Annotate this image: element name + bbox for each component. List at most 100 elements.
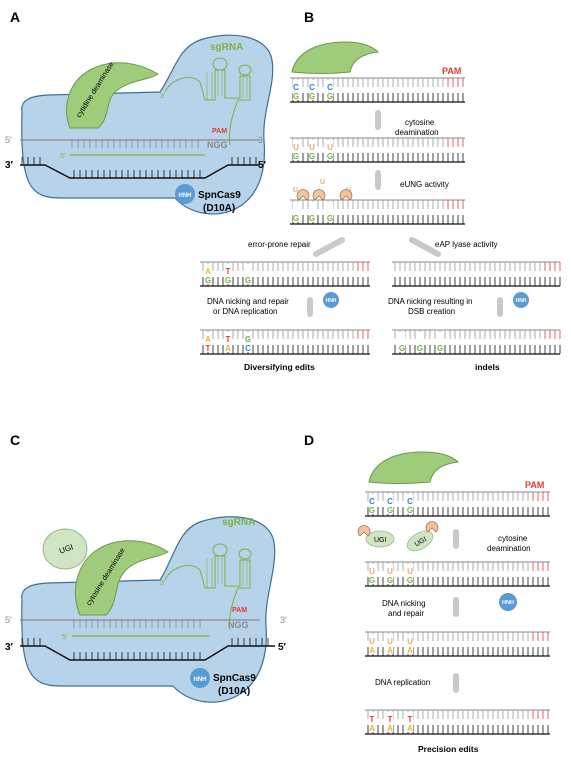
base-top: T bbox=[388, 715, 393, 724]
enzyme-label-c: SpnCas9 bbox=[213, 673, 256, 684]
base-bottom: G bbox=[245, 276, 251, 285]
base-bottom: A bbox=[387, 724, 393, 733]
pam-label-b: PAM bbox=[442, 66, 461, 76]
base-top: U bbox=[407, 567, 413, 576]
rna-5prime-c: 5′ bbox=[62, 634, 68, 641]
base-bottom: G bbox=[407, 506, 413, 515]
hnh-label-c: HNH bbox=[194, 677, 207, 683]
base-bottom: A bbox=[407, 646, 413, 655]
hnh-domain-c bbox=[190, 668, 210, 688]
end-5-bot-a: 5′ bbox=[258, 160, 267, 171]
cas9-shape-d bbox=[368, 451, 460, 484]
base-top: U bbox=[387, 637, 393, 646]
pam-label-d: PAM bbox=[525, 480, 544, 490]
base-bottom: C bbox=[245, 344, 251, 353]
base-bottom: G bbox=[205, 276, 211, 285]
base-top: C bbox=[369, 497, 375, 506]
sgrna-label-a: sgRNA bbox=[210, 42, 243, 53]
base-top: C bbox=[387, 497, 393, 506]
step-left-nick-b-1: DNA nicking and repair bbox=[207, 297, 289, 306]
base-top: U bbox=[309, 143, 315, 152]
end-5-top-c: 5′ bbox=[5, 615, 12, 625]
base-bottom: G bbox=[225, 276, 231, 285]
base-top: U bbox=[407, 637, 413, 646]
hnh-domain-a bbox=[175, 184, 195, 204]
sgrna-hairpins-a bbox=[164, 57, 252, 146]
pam-label-a: PAM bbox=[212, 128, 227, 135]
base-top: C bbox=[293, 83, 299, 92]
base-top: C bbox=[407, 497, 413, 506]
hnh-label-d: HNH bbox=[502, 600, 514, 606]
dna-top-strand-a bbox=[20, 139, 260, 148]
base-bottom: G bbox=[387, 576, 393, 585]
base-bottom: A bbox=[369, 646, 375, 655]
flow-arrows-b bbox=[307, 110, 503, 317]
end-5-top-a: 5′ bbox=[5, 135, 12, 145]
rna-3prime-c: 3′ bbox=[160, 580, 166, 587]
step-cytosine-d-2: deamination bbox=[487, 544, 531, 553]
base-bottom: A bbox=[387, 646, 393, 655]
deaminase-shape-c bbox=[74, 540, 169, 616]
mutation-label-c: (D10A) bbox=[218, 686, 250, 697]
base-bottom: G bbox=[293, 152, 299, 161]
end-3-bot-c: 3′ bbox=[5, 642, 14, 653]
ugi-enzymes-d: UGI UGI bbox=[357, 521, 439, 552]
panel-letter-c: C bbox=[10, 432, 20, 448]
eung-enzymes-b bbox=[296, 189, 353, 201]
base-top: U bbox=[327, 143, 333, 152]
branch-left-b: error-prone repair bbox=[248, 240, 311, 249]
rna-3prime-a: 3′ bbox=[160, 93, 166, 100]
base-bottom: A bbox=[225, 344, 231, 353]
panel-b: B PAM CGCGCGUGUGUGGGGUUUAGTGGATTAGCGGG c… bbox=[200, 9, 561, 372]
end-5-bot-c: 5′ bbox=[278, 642, 287, 653]
base-top: T bbox=[226, 335, 231, 344]
sgrna-hairpins-c bbox=[164, 543, 252, 631]
dna-bottom-strand-a bbox=[20, 157, 260, 179]
base-top: A bbox=[205, 335, 211, 344]
base-bottom: G bbox=[369, 576, 375, 585]
uracil-free: U bbox=[320, 179, 325, 186]
base-bottom: G bbox=[309, 92, 315, 101]
step-eung-b: eUNG activity bbox=[400, 180, 449, 189]
base-bottom: G bbox=[309, 214, 315, 223]
hnh-label-a: HNH bbox=[179, 193, 192, 199]
dna-strands-b: CGCGCGUGUGUGGGGUUUAGTGGATTAGCGGG bbox=[200, 77, 561, 355]
branch-right-b: eAP lyase activity bbox=[435, 240, 498, 249]
step-cytosine-d-1: cytosine bbox=[498, 534, 528, 543]
outcome-left-b: Diversifying edits bbox=[244, 362, 315, 372]
mutation-label-a: (D10A) bbox=[203, 203, 235, 214]
end-3-top-a: 3′ bbox=[258, 135, 265, 145]
base-bottom: G bbox=[293, 92, 299, 101]
cas9-shape-b bbox=[291, 41, 380, 74]
base-bottom: G bbox=[437, 344, 443, 353]
base-bottom: A bbox=[369, 724, 375, 733]
step-cytosine-b-1: cytosine bbox=[405, 118, 435, 127]
uracil-free: U bbox=[293, 187, 298, 194]
outcome-d: Precision edits bbox=[418, 744, 479, 754]
panel-letter-a: A bbox=[10, 9, 20, 25]
panel-letter-d: D bbox=[304, 432, 314, 448]
base-bottom: G bbox=[399, 344, 405, 353]
step-right-nick-b-1: DNA nicking resulting in bbox=[388, 297, 472, 306]
step-nick-d-2: and repair bbox=[388, 609, 424, 618]
end-3-bot-a: 3′ bbox=[5, 160, 14, 171]
panel-a: A cytidine deaminase sgRNA 3′ 5′ 3′ 5′ 3… bbox=[5, 9, 274, 215]
step-cytosine-b-2: deamination bbox=[395, 128, 439, 137]
hnh-domain-b-left bbox=[323, 292, 339, 308]
enzyme-label-a: SpnCas9 bbox=[198, 190, 241, 201]
base-bottom: G bbox=[309, 152, 315, 161]
base-top: G bbox=[245, 335, 251, 344]
ugi-label-d-1: UGI bbox=[374, 537, 387, 544]
base-top: C bbox=[327, 83, 333, 92]
step-nick-d-1: DNA nicking bbox=[382, 599, 426, 608]
base-bottom: G bbox=[327, 92, 333, 101]
panel-c: C UGI cytosine deaminase sgRNA 3′ 5′ 3′ … bbox=[5, 432, 287, 703]
dna-top-strand-c bbox=[20, 619, 260, 628]
